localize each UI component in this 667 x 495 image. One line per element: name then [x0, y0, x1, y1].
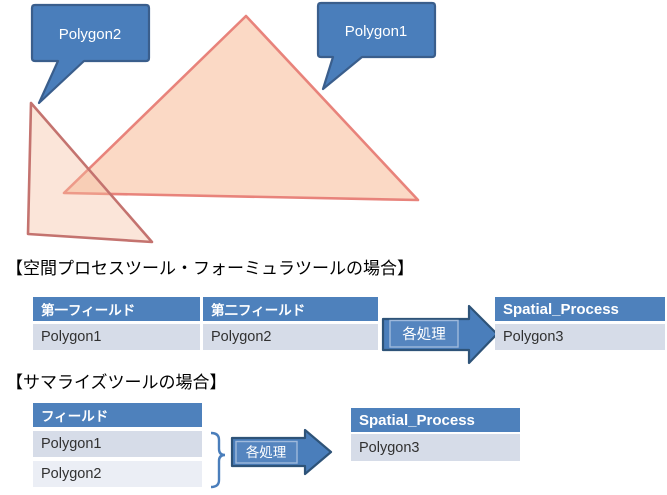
- arrow-label-box: [235, 440, 298, 464]
- table-cell: Polygon1: [33, 431, 202, 457]
- table-cell: Polygon1: [33, 324, 200, 350]
- process-arrow-section1: 各処理: [381, 304, 499, 365]
- table-cell: Polygon3: [351, 434, 520, 461]
- arrow-label: 各処理: [402, 326, 446, 343]
- process-arrow-section2: 各処理: [230, 428, 333, 476]
- section2-heading: 【サマライズツールの場合】: [6, 373, 227, 392]
- callout-polygon2-label: Polygon2: [59, 26, 122, 43]
- callout-polygon1: [316, 1, 437, 91]
- table-header-cell: Spatial_Process: [351, 408, 520, 432]
- table-header-cell: 第一フィールド: [33, 297, 200, 321]
- callout-polygon2: [30, 3, 151, 105]
- table-header-cell: フィールド: [33, 403, 202, 427]
- section1-output-table: Spatial_Process Polygon3: [495, 297, 665, 350]
- section2-input-table: フィールド Polygon1 Polygon2: [33, 403, 202, 487]
- table-cell: Polygon2: [203, 324, 378, 350]
- section2-output-table: Spatial_Process Polygon3: [351, 408, 520, 461]
- grouping-brace: [210, 431, 226, 489]
- arrow-label: 各処理: [246, 445, 287, 460]
- arrow-label-box: [389, 319, 459, 348]
- section1-heading: 【空間プロセスツール・フォーミュラツールの場合】: [6, 259, 414, 278]
- triangle-polygon2: [26, 101, 154, 244]
- table-cell: Polygon3: [495, 324, 665, 350]
- callout-polygon1-label: Polygon1: [345, 23, 408, 40]
- table-header-cell: Spatial_Process: [495, 297, 665, 321]
- table-header-cell: 第二フィールド: [203, 297, 378, 321]
- triangle-polygon1: [62, 14, 420, 202]
- table-cell: Polygon2: [33, 461, 202, 487]
- section1-input-table: 第一フィールド 第二フィールド Polygon1 Polygon2: [33, 297, 378, 350]
